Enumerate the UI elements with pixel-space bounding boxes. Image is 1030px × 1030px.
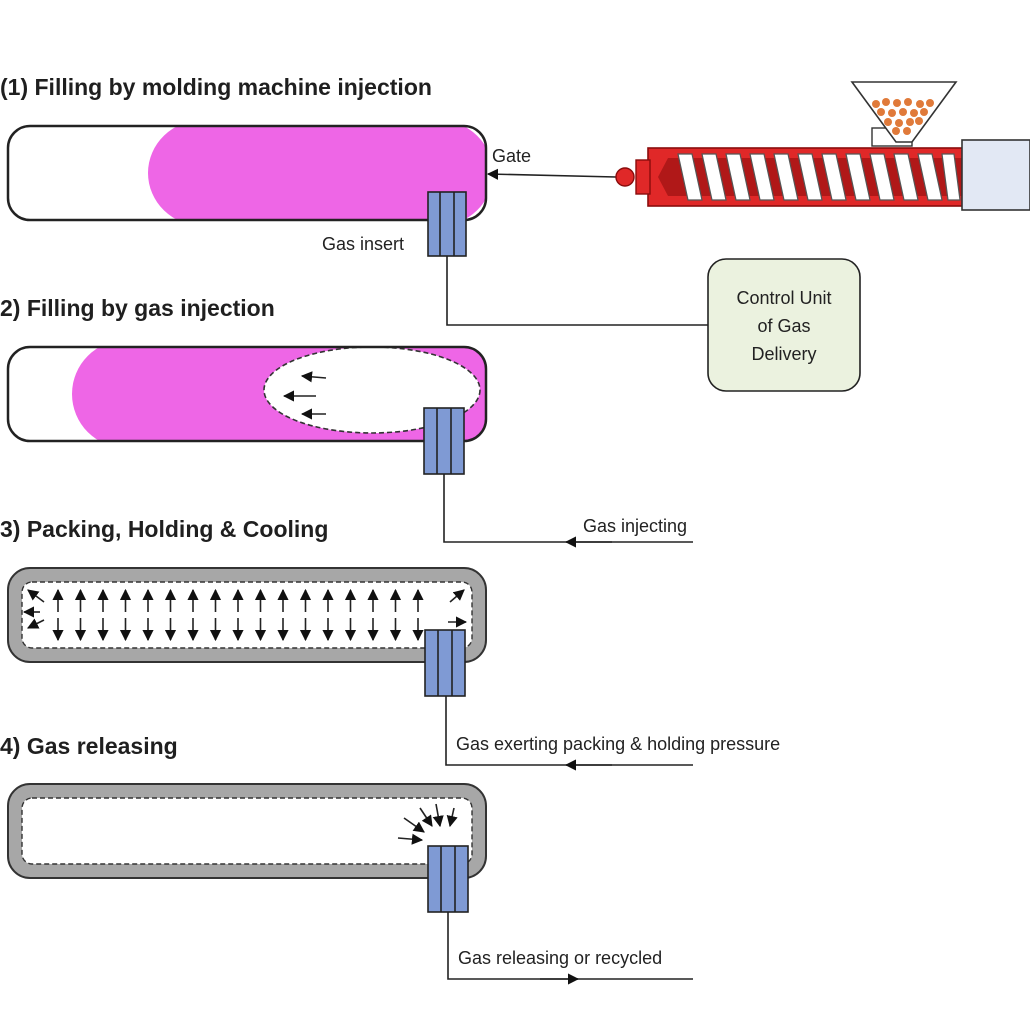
step-2: 2) Filling by gas injection Gas injectin… <box>0 295 693 548</box>
control-gas-line <box>446 256 708 326</box>
control-unit-line-2: of Gas <box>757 316 810 336</box>
gas-insert-label: Gas insert <box>322 234 404 254</box>
drive-motor <box>961 139 1030 211</box>
step-4-heading: 4) Gas releasing <box>0 733 178 759</box>
control-unit: Control Unit of Gas Delivery <box>446 256 861 392</box>
pressure-arrows <box>22 588 468 642</box>
release-arrows <box>397 803 458 845</box>
step-3: 3) Packing, Holding & Cooling Gas exerti… <box>0 516 780 771</box>
step-2-heading: 2) Filling by gas injection <box>0 295 275 321</box>
step-4: 4) Gas releasing Gas releasing or recycl… <box>0 733 693 985</box>
gas-exerting-label: Gas exerting packing & holding pressure <box>456 734 780 754</box>
control-unit-line-1: Control Unit <box>736 288 831 308</box>
step-3-heading: 3) Packing, Holding & Cooling <box>0 516 328 542</box>
cavity-1-outline <box>6 124 488 222</box>
mold-cavity-2 <box>6 345 488 443</box>
gas-insert-2 <box>423 407 465 475</box>
screw-flights <box>677 153 961 201</box>
gas-insert-4 <box>427 845 469 913</box>
gas-insert-1 <box>427 191 467 257</box>
gas-releasing-label: Gas releasing or recycled <box>458 948 662 968</box>
hollow-part-3 <box>7 567 487 663</box>
pressure-arrow <box>449 589 465 603</box>
gas-exerting-line <box>445 696 693 766</box>
injection-unit <box>615 81 1030 211</box>
pressure-arrow <box>26 618 45 629</box>
gate-arrow <box>486 168 617 180</box>
gate-label: Gate <box>492 146 531 166</box>
mold-cavity-1 <box>6 124 488 222</box>
melt-front-1 <box>148 126 486 220</box>
nozzle-body <box>635 159 651 195</box>
screw-tip <box>658 158 668 196</box>
hollow-part-4 <box>7 783 487 879</box>
gas-injecting-label: Gas injecting <box>583 516 687 536</box>
pressure-arrow <box>27 589 45 603</box>
gas-flow-arrows <box>282 371 327 420</box>
gas-channel-3 <box>21 581 473 649</box>
nozzle-tip <box>615 167 635 187</box>
plastic-pellets <box>872 98 934 135</box>
step-1-heading: (1) Filling by molding machine injection <box>0 74 432 100</box>
step-1: (1) Filling by molding machine injection… <box>0 74 1030 257</box>
gas-releasing-line <box>447 912 693 980</box>
gas-channel-4 <box>21 797 473 865</box>
cavity-2-outline <box>6 345 488 443</box>
control-unit-line-3: Delivery <box>751 344 816 364</box>
gas-insert-3 <box>424 629 466 697</box>
